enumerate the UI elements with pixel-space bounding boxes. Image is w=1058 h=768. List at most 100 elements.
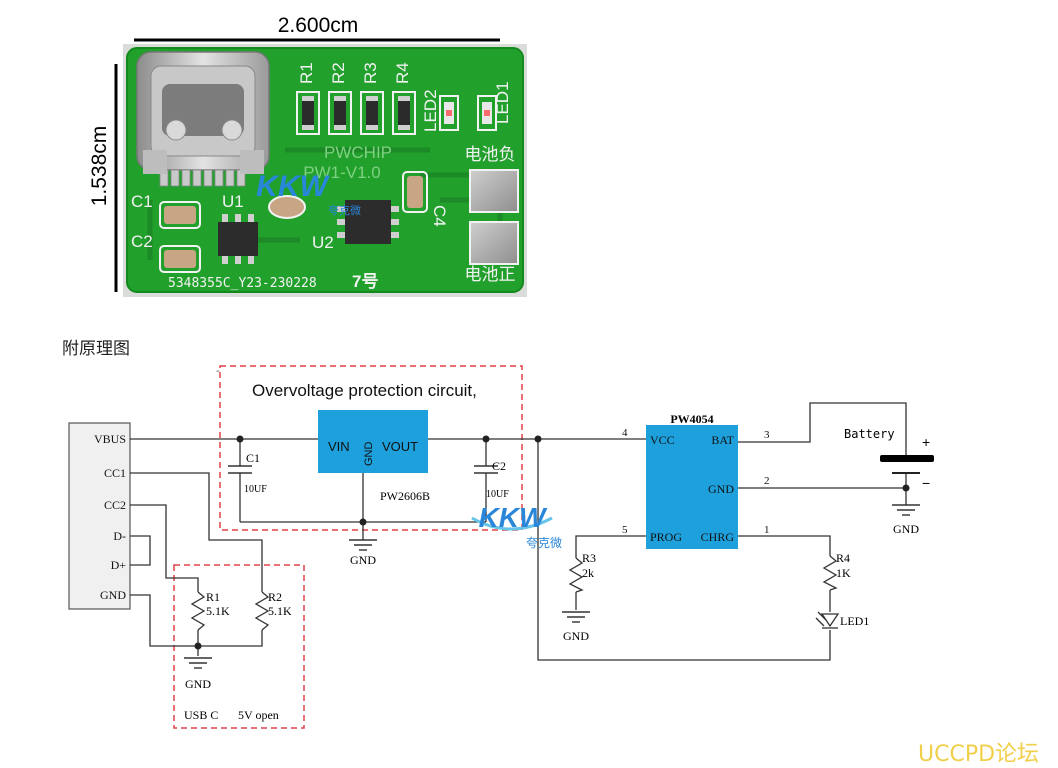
u2-chip <box>337 200 399 244</box>
pw4054-ic <box>646 425 738 549</box>
battery-neg-pad <box>469 169 519 213</box>
pw2606b-ic <box>318 410 428 473</box>
r3-gnd-symbol <box>562 611 590 623</box>
battery-gnd-symbol <box>892 504 920 516</box>
c1-symbol <box>228 465 252 474</box>
usb-note-right: 5V open <box>238 708 279 722</box>
silk-led1: LED1 <box>493 81 512 124</box>
usb-pin-vbus: VBUS <box>94 432 126 446</box>
r4-value: 1K <box>836 566 851 580</box>
pw4054-pin-chrg: 1 <box>764 524 770 536</box>
r2-label: R2 <box>268 590 282 604</box>
r2-symbol <box>254 591 270 631</box>
photo-logo-sub: 夸克微 <box>328 203 361 217</box>
battery-minus: − <box>922 475 930 491</box>
r1-label: R1 <box>206 590 220 604</box>
watermark: UCCPD论坛 <box>918 742 1040 767</box>
ovp-part: PW2606B <box>380 489 430 503</box>
r1-value: 5.1K <box>206 604 230 618</box>
silk-r1: R1 <box>297 62 316 84</box>
usb-gnd-label: GND <box>185 677 211 691</box>
battery-pos-pad <box>469 221 519 265</box>
c4-footprint <box>402 171 428 213</box>
usb-c-connector <box>136 51 270 187</box>
pw4054-bat: BAT <box>711 433 734 447</box>
width-label: 2.600cm <box>278 14 359 37</box>
pw4054-pin-prog: 5 <box>622 524 628 536</box>
led1-label: LED1 <box>840 614 869 628</box>
c1-value: 10UF <box>244 484 267 495</box>
silk-r2: R2 <box>329 62 348 84</box>
silk-bat-neg: 电池负 <box>465 145 516 164</box>
svg-text:-: - <box>216 365 220 377</box>
pw4054-pin-bat: 3 <box>764 429 770 441</box>
r4-label: R4 <box>836 551 850 565</box>
usb-pin-dminus: D- <box>113 529 126 543</box>
pw4054-gnd: GND <box>708 482 734 496</box>
schematic: - Overvoltage protection circuit, VBUS C… <box>68 365 934 729</box>
pcb-photo: 2.600cm 1.538cm <box>88 14 527 297</box>
u1-chip <box>218 214 258 264</box>
pw4054-prog: PROG <box>650 530 682 544</box>
silk-brand: PWCHIP <box>324 143 392 162</box>
silk-led2: LED2 <box>421 89 440 132</box>
usb-pin-gnd: GND <box>100 588 126 602</box>
ovp-dashed-box <box>219 365 523 531</box>
ovp-vout: VOUT <box>382 439 418 454</box>
usb-connector-block <box>68 422 131 610</box>
battery-label: Battery <box>844 427 895 441</box>
silk-r3: R3 <box>361 62 380 84</box>
battery-plus: + <box>922 434 930 450</box>
usb-pin-cc2: CC2 <box>104 498 126 512</box>
usb-pin-cc1: CC1 <box>104 466 126 480</box>
logo-sub: 夸克微 <box>526 536 562 550</box>
schematic-caption: 附原理图 <box>62 339 130 359</box>
led1-symbol <box>815 611 840 629</box>
pw4054-pin-gnd: 2 <box>764 475 770 487</box>
logo-text: KKW <box>479 502 548 533</box>
r2-value: 5.1K <box>268 604 292 618</box>
c2-label: C2 <box>492 459 506 473</box>
junction-dots <box>194 435 910 650</box>
silk-c4: C4 <box>430 205 449 227</box>
silk-r4: R4 <box>393 62 412 84</box>
r3-gnd-label: GND <box>563 629 589 643</box>
usb-gnd-symbol <box>184 657 212 669</box>
silk-c2: C2 <box>131 232 153 251</box>
battery-gnd-label: GND <box>893 522 919 536</box>
ovp-gnd-symbol <box>349 539 377 551</box>
silk-serial: 5348355C_Y23-230228 <box>168 276 317 291</box>
silk-c1: C1 <box>131 192 153 211</box>
silk-u2: U2 <box>312 233 334 252</box>
usb-pin-dplus: D+ <box>111 558 127 572</box>
ovp-title: Overvoltage protection circuit, <box>252 381 477 400</box>
r3-value: 2k <box>582 566 594 580</box>
ovp-vin: VIN <box>328 439 350 454</box>
c1-c2-footprints <box>159 201 201 273</box>
pw4054-pin-vcc: 4 <box>622 427 628 439</box>
c2-value: 10UF <box>486 489 509 500</box>
r4-symbol <box>822 555 838 591</box>
photo-logo: KKW <box>256 170 330 203</box>
pw4054-chrg: CHRG <box>701 530 735 544</box>
c1-label: C1 <box>246 451 260 465</box>
led-footprints <box>439 95 497 131</box>
pw4054-vcc: VCC <box>650 433 675 447</box>
silk-version: PW1-V1.0 <box>303 163 380 182</box>
height-label: 1.538cm <box>88 126 111 207</box>
r3-symbol <box>568 557 584 593</box>
silk-bat-pos: 电池正 <box>465 265 516 284</box>
usb-note-left: USB C <box>184 708 218 722</box>
battery-positive-plate <box>880 455 934 462</box>
pw4054-part: PW4054 <box>670 412 713 426</box>
ovp-gnd: GND <box>363 442 375 467</box>
r3-label: R3 <box>582 551 596 565</box>
silk-u1: U1 <box>222 192 244 211</box>
c2-symbol <box>474 465 498 474</box>
resistor-footprints <box>296 91 416 135</box>
kkw-logo: KKW 夸克微 <box>471 502 562 550</box>
ovp-gnd-label: GND <box>350 553 376 567</box>
c3-footprint <box>268 195 306 219</box>
r1-symbol <box>190 591 206 631</box>
